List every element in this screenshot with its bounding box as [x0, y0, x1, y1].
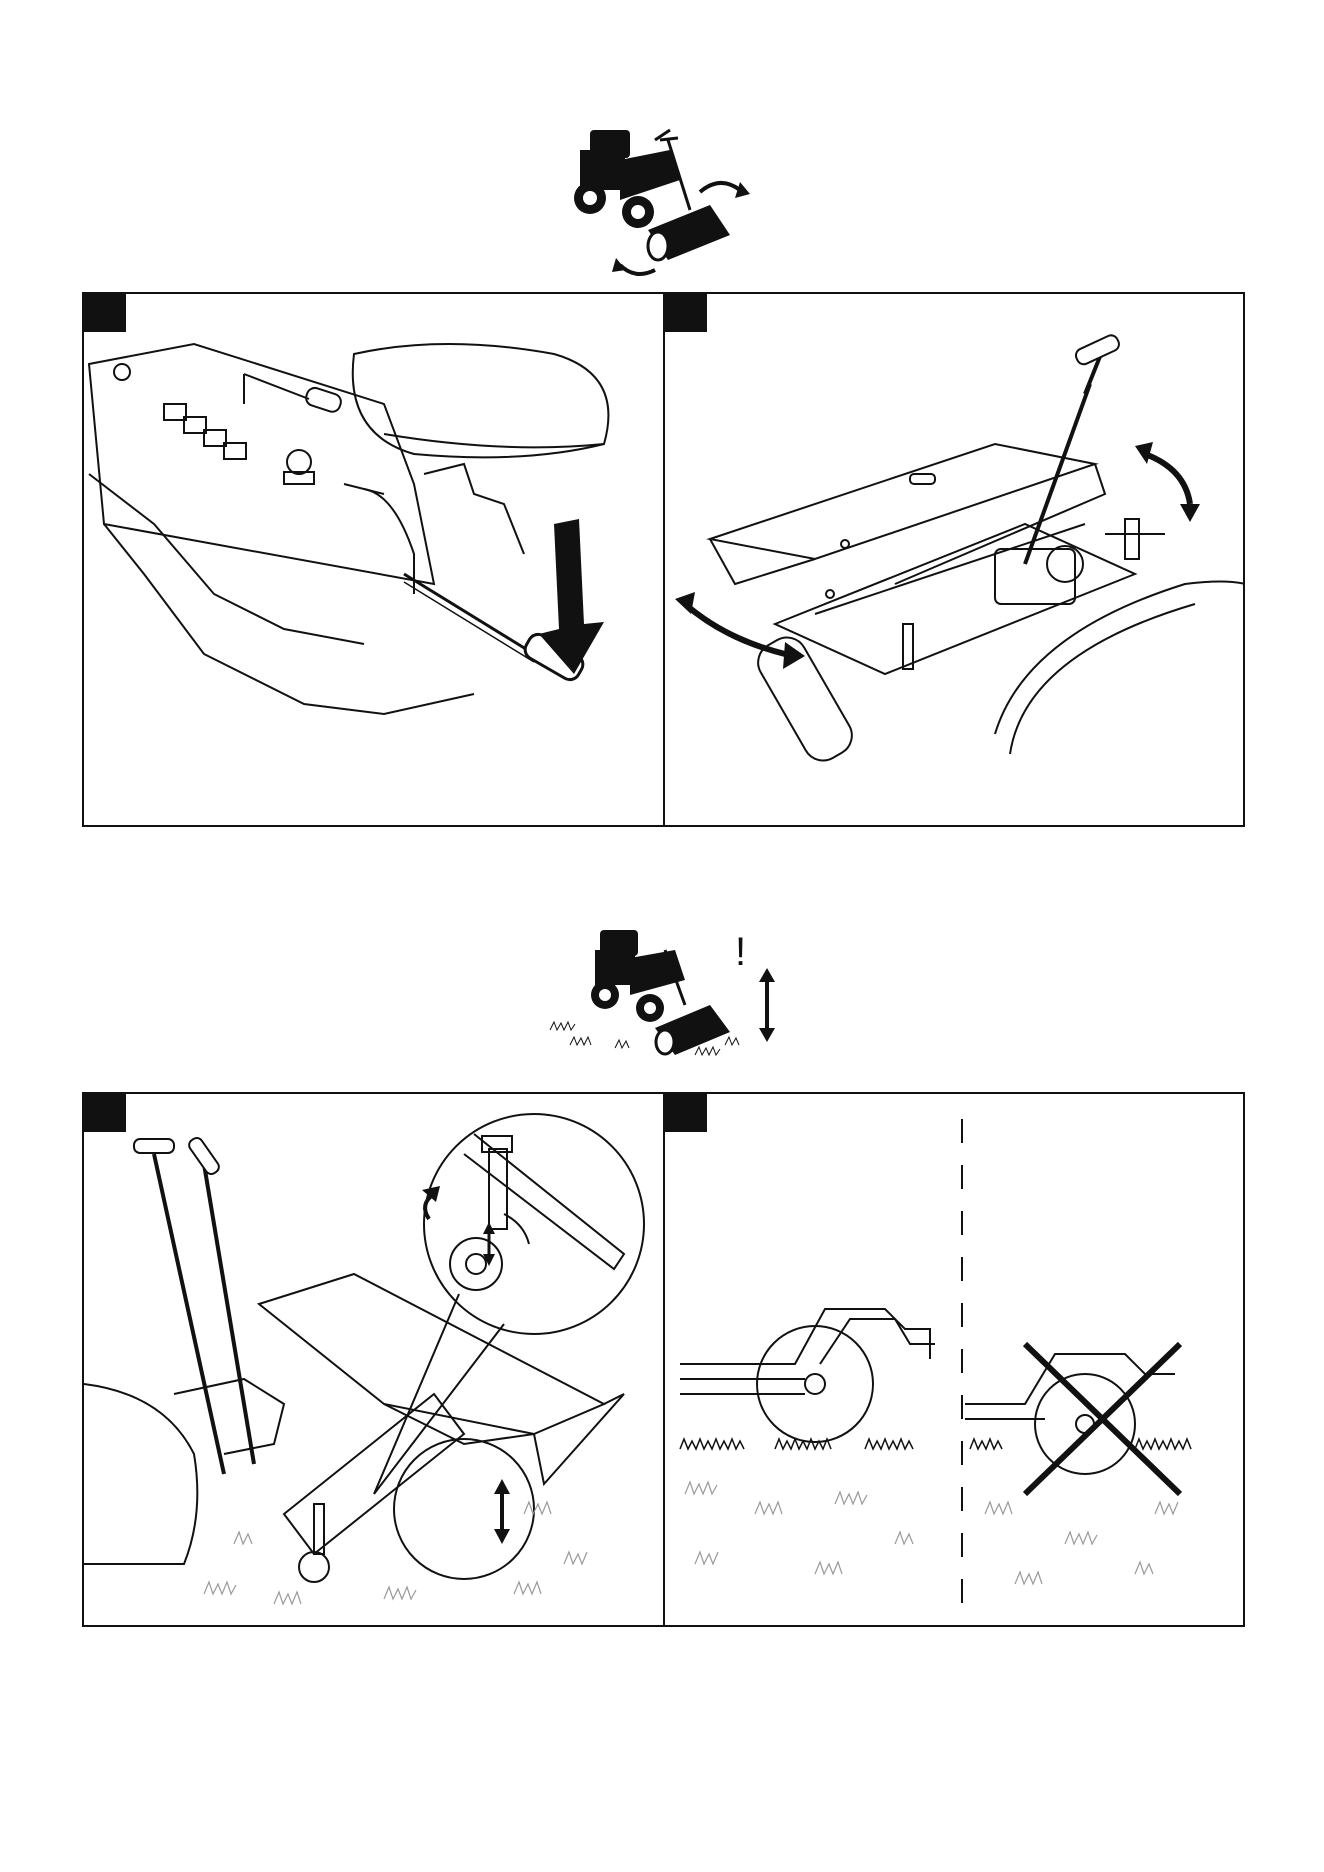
- figure-panel-2: [663, 292, 1245, 827]
- height-wheel-illustration: [84, 1094, 665, 1627]
- correct-incorrect-height-illustration: [665, 1094, 1245, 1627]
- figure-panel-1: [82, 292, 665, 827]
- page-footer-strip: [0, 1860, 1324, 1872]
- tractor-brush-rotation-icon: [560, 120, 770, 280]
- tractor-height-warning-icon: !: [545, 920, 785, 1070]
- warning-mark: !: [735, 930, 746, 974]
- lever-illustration: [84, 294, 665, 827]
- figure-panel-4: [663, 1092, 1245, 1627]
- figure-panel-3: [82, 1092, 665, 1627]
- brush-unit-illustration: [665, 294, 1245, 827]
